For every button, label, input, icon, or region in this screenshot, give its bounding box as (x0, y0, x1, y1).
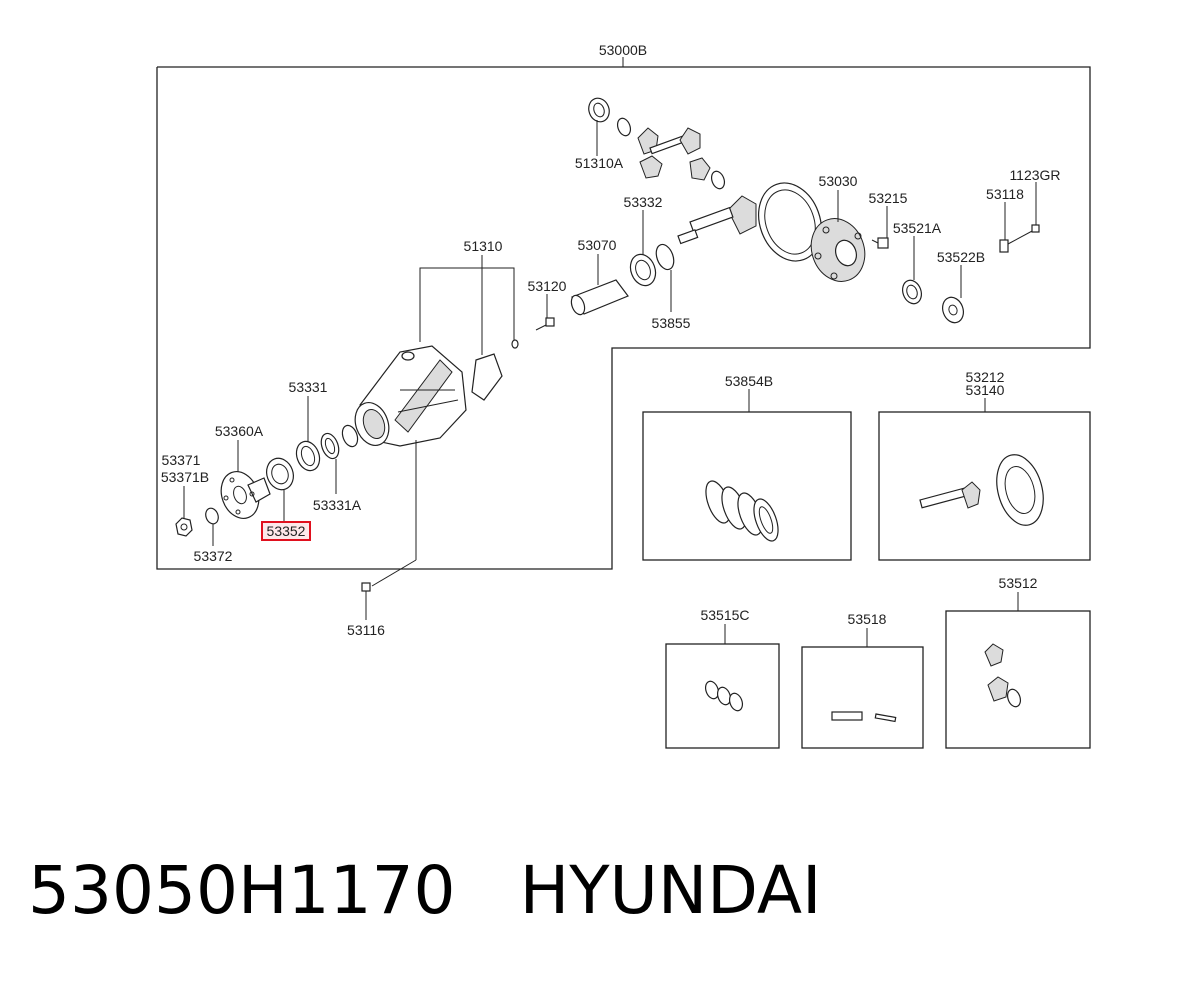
box-53140 (878, 411, 1091, 561)
oil-seal-ring (341, 424, 359, 448)
bolt-53120 (535, 317, 555, 331)
box-53854b (642, 411, 852, 561)
washer-53522b (942, 296, 964, 324)
nut-53371 (175, 517, 193, 537)
label-53512[interactable]: 53512 (999, 575, 1038, 591)
bearing-53332 (629, 253, 657, 287)
leader-51310 (419, 267, 515, 342)
spacer-53855 (655, 243, 675, 271)
label-53522b[interactable]: 53522B (937, 249, 985, 265)
label-53360a[interactable]: 53360A (215, 423, 264, 439)
drive-pinion-shaft (677, 195, 757, 245)
label-53118[interactable]: 53118 (986, 186, 1024, 202)
label-53371b[interactable]: 53371B (161, 469, 209, 485)
spring-53854b (705, 480, 779, 542)
label-53372[interactable]: 53372 (194, 548, 233, 564)
label-1123gr[interactable]: 1123GR (1009, 167, 1060, 183)
washer-53372 (205, 507, 219, 525)
label-53854b[interactable]: 53854B (725, 373, 773, 389)
companion-flange-53360a (220, 471, 271, 519)
label-53518[interactable]: 53518 (848, 611, 887, 627)
label-53515c[interactable]: 53515C (700, 607, 749, 623)
label-53331a[interactable]: 53331A (313, 497, 362, 513)
ring-gear-carrier (758, 182, 866, 282)
ring-pinion-gear-set (919, 454, 1044, 526)
brand-name: HYUNDAI (519, 852, 822, 929)
oil-seal-53352 (266, 457, 294, 491)
bearing-53331a (320, 432, 340, 460)
label-53000b[interactable]: 53000B (599, 42, 647, 58)
washer-set-53515c (704, 680, 744, 712)
label-53332[interactable]: 53332 (624, 194, 663, 210)
label-53215[interactable]: 53215 (869, 190, 908, 206)
bolt-53116 (361, 582, 371, 592)
label-53855[interactable]: 53855 (652, 315, 691, 331)
label-53352[interactable]: 53352 (267, 523, 306, 539)
label-53120[interactable]: 53120 (528, 278, 567, 294)
shaft-pin-53518 (831, 711, 897, 723)
assembly-frame (156, 66, 1091, 570)
label-53140[interactable]: 53140 (966, 382, 1005, 398)
label-53030[interactable]: 53030 (819, 173, 858, 189)
bolt-53215 (871, 237, 889, 249)
leader-53116b (371, 559, 417, 587)
clip-53118 (999, 224, 1040, 253)
label-53521a[interactable]: 53521A (893, 220, 942, 236)
carrier-housing-51310 (354, 339, 519, 447)
diff-pinion-gear-group (588, 97, 726, 190)
seal-53521a (901, 279, 923, 305)
label-53371[interactable]: 53371 (162, 452, 201, 468)
box-53518 (801, 646, 924, 749)
label-53070[interactable]: 53070 (578, 237, 617, 253)
label-53331[interactable]: 53331 (289, 379, 328, 395)
box-53512 (945, 610, 1091, 749)
box-53515c (665, 643, 780, 749)
collapsible-spacer-53070 (570, 279, 629, 316)
part-number[interactable]: 53050H1170 (28, 852, 456, 929)
label-53212[interactable]: 53212 (966, 369, 1005, 385)
side-gear-set-53512 (984, 643, 1022, 708)
highlight-box-53352 (261, 521, 311, 541)
label-51310a[interactable]: 51310A (575, 155, 624, 171)
bearing-53331 (295, 440, 321, 472)
label-51310[interactable]: 51310 (464, 238, 503, 254)
label-53116[interactable]: 53116 (347, 622, 385, 638)
